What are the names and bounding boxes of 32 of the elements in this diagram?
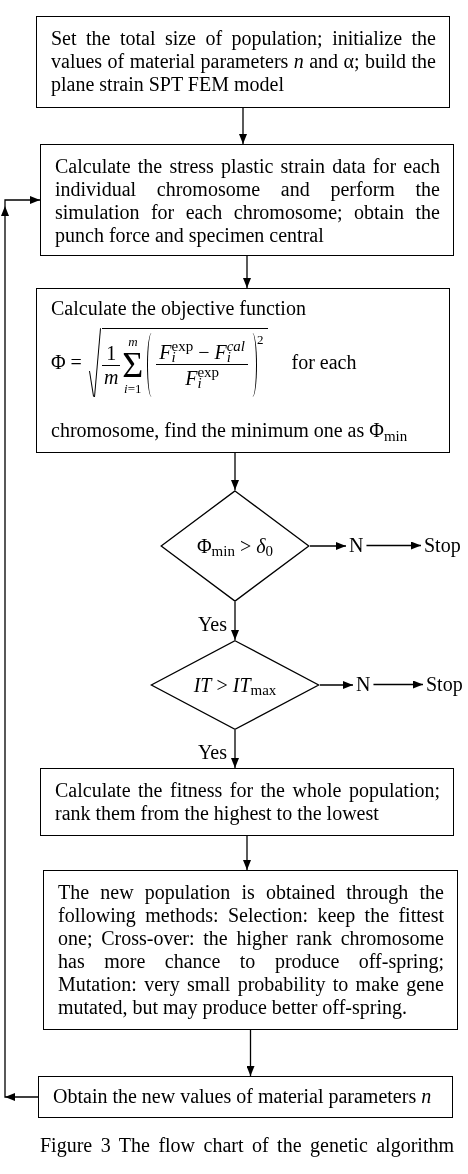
process-box	[40, 768, 454, 836]
end-label: Stop	[421, 534, 464, 557]
process-box	[43, 870, 458, 1030]
arrow	[231, 452, 239, 491]
end-label: Stop	[423, 673, 466, 696]
arrow	[319, 681, 354, 689]
process-box	[38, 1076, 453, 1118]
arrow	[243, 835, 251, 871]
step-text: The new population is obtained through the following methods: Selection: keep the fittest one; Cross-over: the higher rank chromosome has more chance to produce off-spring; Mutation: very small probability to make gene mutated, but may produce better off-spring.	[58, 881, 444, 1019]
step-text: Set the total size of population; initialize the values of material parameters n and α; build the plane strain SPT FEM model	[51, 27, 436, 96]
arrow	[309, 542, 347, 550]
process-box	[36, 16, 450, 108]
formula-note: for each	[291, 351, 357, 374]
process-box	[36, 288, 450, 453]
arrow	[372, 680, 424, 689]
arrow	[231, 729, 239, 769]
arrow	[243, 255, 251, 289]
step-text: chromosome, find the minimum one as Φ$_{min}$	[51, 419, 409, 442]
condition-text: Φ$_{min}$ > δ$_{0}$	[196, 534, 273, 558]
condition-text: IT > IT$_{max}$	[193, 673, 277, 697]
step-text: Calculate the objective function	[51, 297, 307, 320]
step-text: Obtain the new values of material parameters n	[53, 1085, 433, 1108]
arrow	[246, 1029, 255, 1077]
figure-caption: Figure 3 The flow chart of the genetic algorithm	[40, 1134, 454, 1157]
step-text: Calculate the stress plastic strain data for each individual chromosome and perform the simulation for each chromosome; obtain the punch force and specimen central	[55, 155, 440, 247]
branch-label: N	[353, 673, 374, 696]
arrow	[231, 601, 239, 641]
arrow	[239, 107, 247, 145]
process-box	[40, 144, 454, 256]
branch-label: N	[346, 534, 367, 557]
step-text: Calculate the fitness for the whole population; rank them from the highest to the lowest	[55, 779, 440, 825]
arrow	[365, 541, 422, 550]
